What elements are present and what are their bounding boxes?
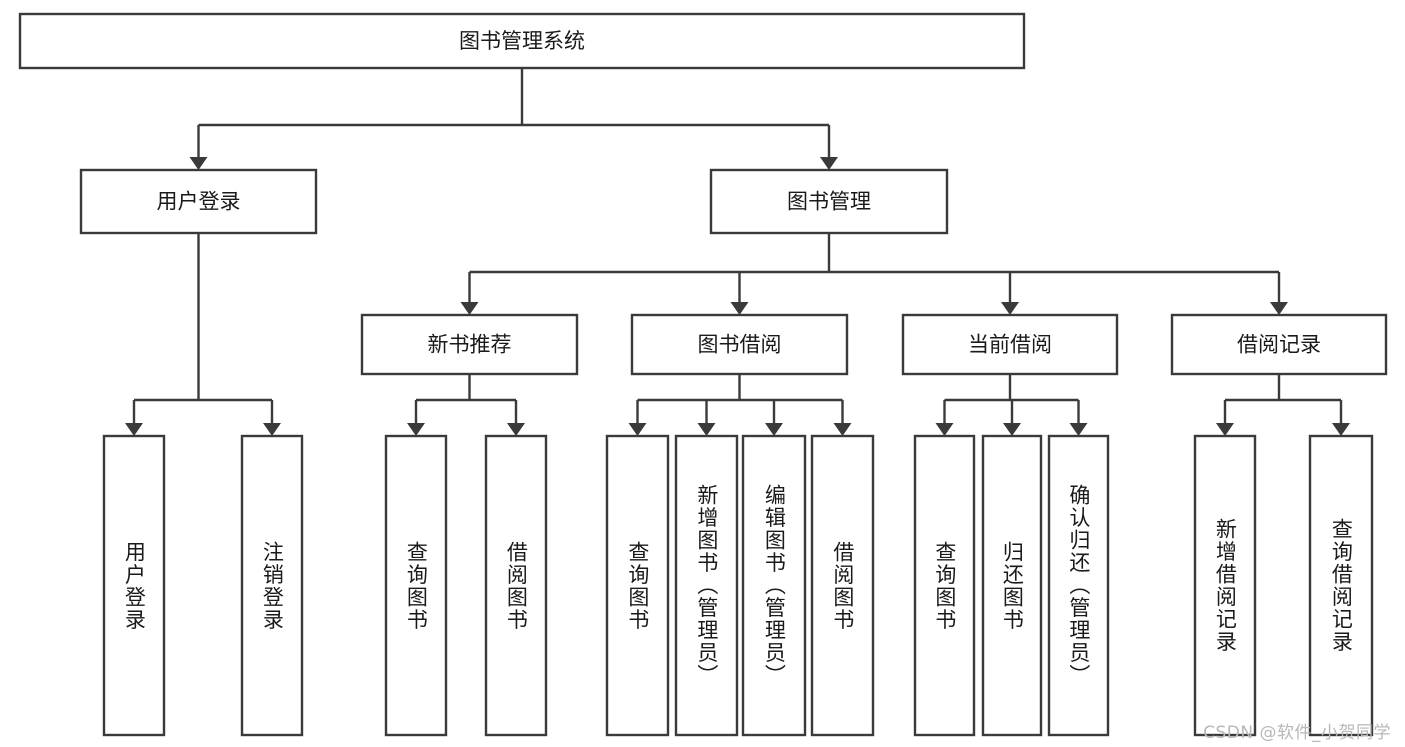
node-label-book-borrow: 图书借阅 [698,333,782,357]
arrow-head-leaf-add-book-admin [697,423,716,436]
arrow-head-leaf-query-borrow-record [1332,423,1350,436]
arrow-head-leaf-borrow-book-1 [507,423,525,436]
node-box-leaf-add-borrow-record[interactable] [1193,434,1257,737]
node-box-book-borrow[interactable] [630,313,849,376]
node-box-root[interactable] [18,12,1026,70]
node-label-new-book-recommend: 新书推荐 [428,333,512,357]
arrow-head-leaf-return-book [1003,423,1021,436]
node-box-leaf-query-book-1[interactable] [384,434,448,737]
arrow-head-leaf-edit-book-admin [765,423,783,436]
node-box-layer [18,12,1388,737]
arrow-head-leaf-query-book-3 [935,423,954,436]
arrow-head-current-borrow [1001,302,1019,315]
arrow-head-leaf-user-login [125,423,143,436]
arrow-head-book-manage [820,157,838,170]
arrow-head-leaf-borrow-book-2 [833,423,852,436]
arrow-head-leaf-logout [263,423,281,436]
node-box-leaf-query-book-3[interactable] [913,434,976,737]
node-box-current-borrow[interactable] [901,313,1119,376]
node-box-leaf-user-login[interactable] [102,434,166,737]
node-box-leaf-query-book-2[interactable] [605,434,670,737]
node-box-leaf-logout[interactable] [240,434,304,737]
arrow-head-book-borrow [730,302,749,315]
node-label-user-login: 用户登录 [157,190,241,214]
arrow-head-new-book-recommend [460,302,479,315]
node-box-new-book-recommend[interactable] [360,313,579,376]
node-box-book-manage[interactable] [709,168,949,235]
node-box-leaf-confirm-return-admin[interactable] [1047,434,1110,737]
node-label-current-borrow: 当前借阅 [968,333,1052,357]
node-box-leaf-borrow-book-1[interactable] [484,434,548,737]
node-box-leaf-edit-book-admin[interactable] [741,434,807,737]
node-box-leaf-query-borrow-record[interactable] [1308,434,1374,737]
node-label-borrow-record: 借阅记录 [1237,333,1321,357]
node-box-borrow-record[interactable] [1170,313,1388,376]
node-box-leaf-add-book-admin[interactable] [674,434,739,737]
arrow-head-leaf-confirm-return-admin [1069,423,1088,436]
node-label-root: 图书管理系统 [459,29,585,53]
node-box-leaf-return-book[interactable] [981,434,1043,737]
connector-layer [125,68,1350,436]
arrow-head-borrow-record [1270,302,1288,315]
arrow-head-leaf-query-book-2 [628,423,647,436]
node-box-user-login[interactable] [79,168,318,235]
node-label-book-manage: 图书管理 [787,190,871,214]
arrow-head-user-login [189,157,208,170]
arrow-head-leaf-query-book-1 [407,423,425,436]
node-box-leaf-borrow-book-2[interactable] [810,434,875,737]
csdn-watermark: CSDN @软件_小贺同学 [1203,723,1391,743]
arrow-head-leaf-add-borrow-record [1216,423,1234,436]
